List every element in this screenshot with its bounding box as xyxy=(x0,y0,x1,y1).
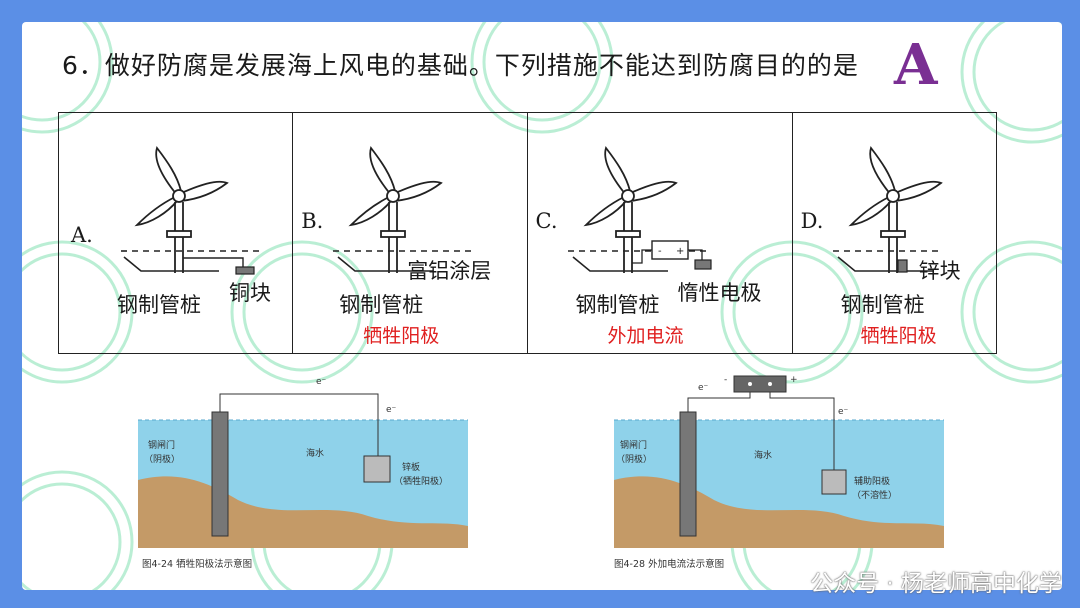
turbine-d-icon xyxy=(832,146,943,273)
option-c-letter: C. xyxy=(535,209,558,233)
left-plate-label: 锌板 xyxy=(402,463,421,473)
option-a-part-label: 铜块 xyxy=(229,281,271,305)
credit-text: 公众号 · 杨老师高中化学 xyxy=(810,571,1062,597)
option-d-pile-label: 钢制管桩 xyxy=(840,293,925,317)
option-c-part-label: 惰性电极 xyxy=(677,281,762,305)
question-text: 6．做好防腐是发展海上风电的基础。下列措施不能达到防腐目的的是 xyxy=(62,51,859,80)
right-anode-label: 辅助阳极 xyxy=(854,477,891,487)
left-electron-label: e⁻ xyxy=(316,377,327,387)
left-gate-role: （阴极） xyxy=(144,455,181,465)
right-figure-caption: 图4-28 外加电流法示意图 xyxy=(614,559,725,570)
impressed-current-diagram xyxy=(614,375,944,548)
option-c-method: 外加电流 xyxy=(607,325,684,347)
left-figure-caption: 图4-24 牺牲阳极法示意图 xyxy=(142,559,253,570)
right-plus-label: + xyxy=(790,375,798,385)
option-d-part-label: 锌块 xyxy=(918,259,961,283)
option-b-method: 牺牲阳极 xyxy=(363,325,440,347)
option-d-method: 牺牲阳极 xyxy=(860,325,937,347)
turbine-b-icon xyxy=(333,146,474,273)
right-water-label: 海水 xyxy=(754,451,773,461)
option-d-letter: D. xyxy=(800,209,824,233)
right-gate-label: 钢闸门 xyxy=(620,441,648,451)
left-plate-role: （牺牲阳极） xyxy=(394,477,449,487)
right-gate-role: （阴极） xyxy=(616,455,653,465)
option-c: - + C. 惰性电极 钢制管桩 外加电流 xyxy=(528,113,793,353)
option-b-letter: B. xyxy=(301,209,324,233)
svg-text:-: - xyxy=(658,246,662,257)
sacrificial-anode-diagram xyxy=(138,393,468,548)
svg-text:+: + xyxy=(676,246,684,257)
option-b: B. 富铝涂层 钢制管桩 牺牲阳极 xyxy=(293,113,528,353)
right-anode-role: （不溶性） xyxy=(852,491,898,501)
option-d: D. 锌块 钢制管桩 牺牲阳极 xyxy=(793,113,996,353)
slide: 6．做好防腐是发展海上风电的基础。下列措施不能达到防腐目的的是 A xyxy=(22,22,1062,590)
left-water-label: 海水 xyxy=(306,449,325,459)
left-electron2-label: e⁻ xyxy=(386,405,397,415)
option-b-part-label: 富铝涂层 xyxy=(407,259,492,283)
options-table: A. 钢制管桩 铜块 B. 富铝涂层 钢制管桩 xyxy=(58,112,997,354)
figure-sacrificial-anode: e⁻ e⁻ 钢闸门 （阴极） 海水 锌板 （牺牲阳极） 图4-24 牺牲阳极法示… xyxy=(138,370,478,570)
turbine-a-icon xyxy=(121,146,264,275)
right-minus-label: - xyxy=(724,375,728,385)
turbine-c-icon: - + xyxy=(567,146,712,273)
right-electron-label: e⁻ xyxy=(698,383,709,393)
figure-impressed-current: - + e⁻ e⁻ 钢闸门 （阴极） 海水 辅助阳极 （不溶性） 图4-28 外… xyxy=(614,370,954,570)
answer-mark: A xyxy=(894,32,938,98)
left-gate-label: 钢闸门 xyxy=(148,441,176,451)
option-a-pile-label: 钢制管桩 xyxy=(117,293,201,317)
option-c-pile-label: 钢制管桩 xyxy=(575,293,660,317)
option-b-pile-label: 钢制管桩 xyxy=(339,293,424,317)
right-electron2-label: e⁻ xyxy=(838,407,849,417)
option-a-letter: A. xyxy=(71,223,93,247)
option-a: A. 钢制管桩 铜块 xyxy=(59,113,294,353)
